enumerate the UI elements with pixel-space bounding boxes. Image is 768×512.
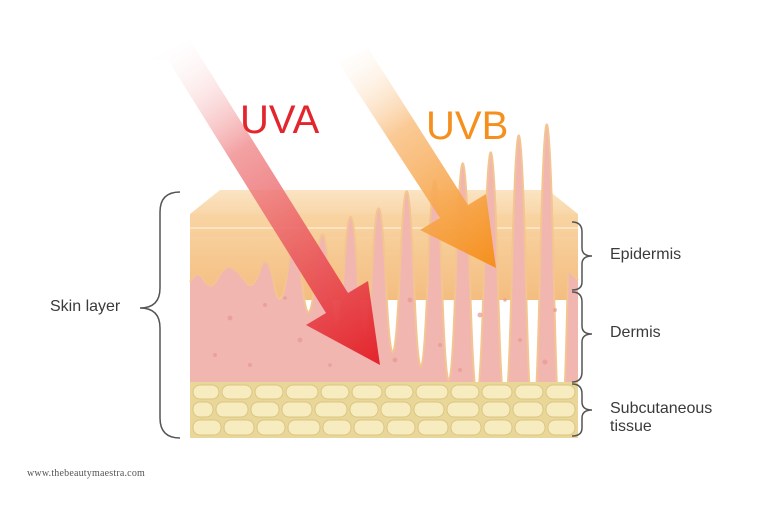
dermis-brace [571,291,593,383]
epidermis-label: Epidermis [610,246,682,263]
uvb-label: UVB [426,104,509,148]
subcutaneous-label: Subcutaneous tissue [610,400,712,436]
subcutaneous-label-line2: tissue [610,418,652,435]
subcutaneous-label-line1: Subcutaneous [610,400,713,417]
fat-cells [192,384,576,436]
website-credit: www.thebeautymaestra.com [27,468,145,479]
uva-arrow [150,40,380,365]
dermis-label: Dermis [610,324,661,341]
skin-layer-label: Skin layer [50,298,121,315]
skin-layer-brace [139,191,181,439]
dermis-texture-dots [213,296,557,372]
epidermis-brace [571,221,593,291]
uva-label: UVA [240,98,320,142]
uvb-arrow [338,48,496,268]
subcutaneous-brace [571,383,593,437]
